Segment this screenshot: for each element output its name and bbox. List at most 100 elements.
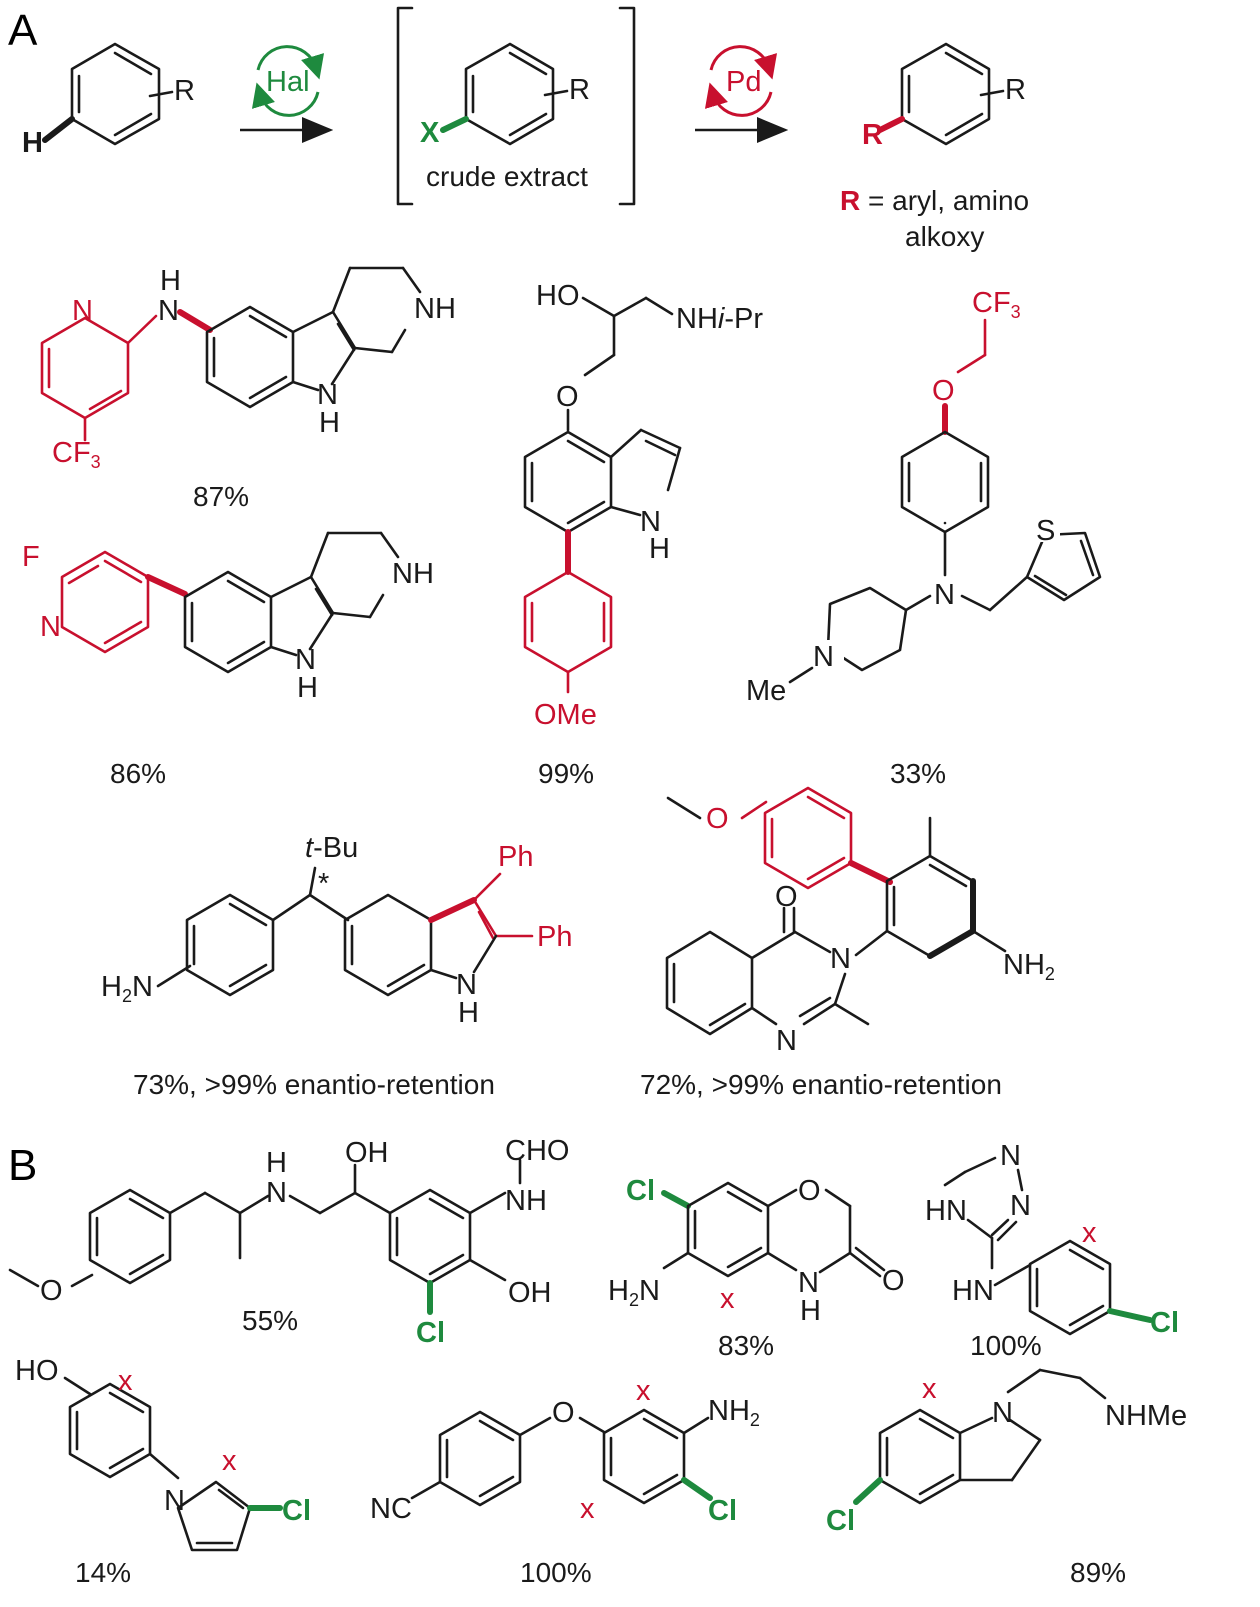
compound-3: HO NHi-Pr O N H OMe: [523, 280, 763, 731]
d6-n: N: [992, 1397, 1013, 1429]
c4-s: S: [1036, 515, 1055, 547]
d5-yield: 100%: [520, 1557, 592, 1588]
d1-nh-h: H: [266, 1147, 287, 1179]
d4-ho: HO: [15, 1355, 59, 1387]
c2-nh-ring: NH: [392, 558, 434, 590]
d6-cl: Cl: [826, 1505, 855, 1537]
c5-star: *: [318, 868, 329, 900]
d4-n: N: [164, 1485, 185, 1517]
compound-d5: NC O x NH2 x Cl: [370, 1375, 760, 1527]
c4-n-pip: N: [813, 641, 834, 673]
product: R R R = aryl, amino alkoxy: [840, 42, 1029, 252]
c3-ome: OMe: [534, 699, 597, 731]
c1-indole-h: H: [319, 407, 340, 439]
d3-n2: N: [1010, 1190, 1031, 1222]
c6-nh2: NH2: [1003, 949, 1055, 984]
compound-d2: Cl O O N H H2N x: [608, 1175, 905, 1327]
halogenation-arrow: Hal: [240, 45, 334, 143]
c2-n-py: N: [40, 611, 61, 643]
d1-oh1: OH: [345, 1137, 389, 1169]
d2-n: N: [798, 1267, 819, 1299]
d5-cl: Cl: [708, 1495, 737, 1527]
c1-nh-h: H: [160, 265, 181, 297]
c4-cf3: CF3: [972, 287, 1021, 322]
c5-h2n: H2N: [101, 971, 153, 1006]
panel-label-b: B: [8, 1141, 37, 1190]
d2-h: H: [800, 1295, 821, 1327]
d1-yield: 55%: [242, 1305, 298, 1336]
compound-5: H2N t-Bu * Ph Ph N H: [101, 832, 572, 1029]
d6-yield: 89%: [1070, 1557, 1126, 1588]
c3-o: O: [556, 381, 579, 413]
int-x-label: X: [420, 117, 440, 149]
c6-o-carbonyl: O: [775, 881, 798, 913]
d3-n1: N: [1000, 1140, 1021, 1172]
d1-oh2: OH: [508, 1277, 552, 1309]
d4-cl: Cl: [282, 1495, 311, 1527]
c2-indole-h: H: [297, 672, 318, 704]
c1-yield: 87%: [193, 481, 249, 512]
d2-yield: 83%: [718, 1330, 774, 1361]
start-r-label: R: [174, 75, 195, 107]
d6-nhme: NHMe: [1105, 1400, 1187, 1432]
c5-ph1: Ph: [498, 841, 533, 873]
d5-x1: x: [636, 1375, 651, 1407]
c6-yield: 72%, >99% enantio-retention: [640, 1069, 1002, 1100]
pd-catalyst-label: Pd: [726, 66, 761, 98]
d5-o: O: [552, 1397, 575, 1429]
d1-nh: NH: [505, 1185, 547, 1217]
c4-o: O: [932, 375, 955, 407]
d4-x2: x: [222, 1445, 237, 1477]
d3-cl: Cl: [1150, 1307, 1179, 1339]
compound-d6: x N NHMe Cl: [826, 1368, 1187, 1537]
c4-yield: 33%: [890, 758, 946, 789]
hal-catalyst-label: Hal: [266, 66, 310, 98]
d2-o-ring: O: [798, 1175, 821, 1207]
int-r-label: R: [569, 74, 590, 106]
d1-nh-n: N: [266, 1177, 287, 1209]
prod-r-red-label: R: [862, 119, 883, 151]
d6-x: x: [922, 1373, 937, 1405]
panel-label-a: A: [8, 6, 38, 55]
c5-ph2: Ph: [537, 921, 572, 953]
d2-h2n: H2N: [608, 1275, 660, 1310]
d3-hn-ring: HN: [925, 1195, 967, 1227]
c5-indole-h: H: [458, 997, 479, 1029]
intermediate: X R crude extract: [420, 42, 590, 192]
c3-ho: HO: [536, 280, 580, 312]
c5-indole-n: N: [456, 969, 477, 1001]
c2-yield: 86%: [110, 758, 166, 789]
r-definition: R = aryl, amino: [840, 185, 1029, 216]
c5-yield: 73%, >99% enantio-retention: [133, 1069, 495, 1100]
crude-extract-label: crude extract: [426, 161, 588, 192]
c6-n1: N: [776, 1025, 797, 1057]
r-definition-line2: alkoxy: [905, 221, 984, 252]
c3-nhipr: NHi-Pr: [676, 303, 763, 335]
compound-d1: O H N OH NH CHO OH Cl: [8, 1135, 569, 1349]
c1-indole-n: N: [317, 379, 338, 411]
compound-d3: N N HN HN Cl x: [925, 1140, 1179, 1339]
d4-x1: x: [118, 1365, 133, 1397]
start-material: H R: [22, 42, 195, 159]
c1-n-py: N: [72, 295, 93, 327]
compound-6: O NH2 N O N: [665, 786, 1055, 1057]
bracket-left: [396, 6, 414, 206]
compound-d4: HO x N x Cl: [15, 1355, 311, 1552]
d1-cl: Cl: [416, 1317, 445, 1349]
d1-cho: CHO: [505, 1135, 569, 1167]
start-h-label: H: [22, 127, 43, 159]
d3-yield: 100%: [970, 1330, 1042, 1361]
compound-2: F N NH N H: [22, 531, 434, 704]
d3-x: x: [1082, 1217, 1097, 1249]
c2-f: F: [22, 541, 40, 573]
d5-nc: NC: [370, 1493, 412, 1525]
d3-hn: HN: [952, 1275, 994, 1307]
d5-nh2: NH2: [708, 1395, 760, 1430]
coupling-arrow: Pd: [695, 45, 789, 143]
c1-nh-n: N: [158, 295, 179, 327]
c6-o-me: O: [706, 803, 729, 835]
d2-o-c: O: [882, 1265, 905, 1297]
c5-tbu: t-Bu: [305, 832, 358, 864]
c3-indole-n: N: [640, 506, 661, 538]
